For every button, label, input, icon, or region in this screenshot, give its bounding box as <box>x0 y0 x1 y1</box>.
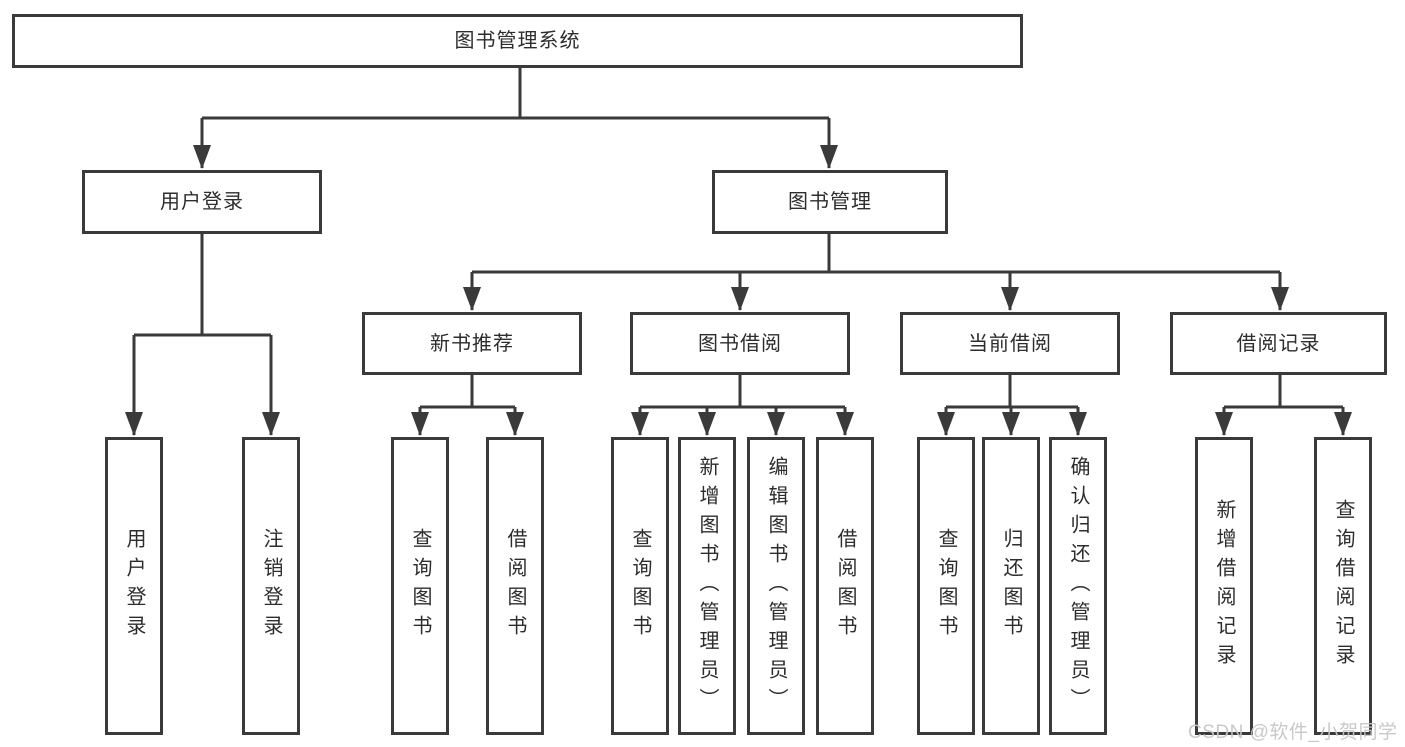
node-label: 归还图书 <box>1000 528 1022 644</box>
node-book-borrowing: 图书借阅 <box>630 312 850 375</box>
node-label: 查询图书 <box>629 528 651 644</box>
node-label: 编辑图书（管理员） <box>765 455 787 717</box>
node-label: 图书管理系统 <box>454 30 581 52</box>
node-label: 用户登录 <box>123 528 145 644</box>
leaf-add-borrow-record: 新增借阅记录 <box>1195 437 1253 735</box>
node-label: 新书推荐 <box>430 332 514 355</box>
leaf-add-books-admin: 新增图书（管理员） <box>678 437 736 735</box>
node-new-book-recommend: 新书推荐 <box>362 312 582 375</box>
leaf-confirm-return-admin: 确认归还（管理员） <box>1049 437 1107 735</box>
node-label: 查询图书 <box>935 528 957 644</box>
node-label: 图书管理 <box>788 191 872 213</box>
csdn-watermark: CSDN @软件_小贺同学 <box>1188 722 1398 743</box>
node-label: 确认归还（管理员） <box>1067 455 1089 717</box>
node-borrowing-records: 借阅记录 <box>1170 312 1387 375</box>
node-label: 借阅图书 <box>504 528 526 644</box>
leaf-return-books: 归还图书 <box>982 437 1040 735</box>
node-current-borrowing: 当前借阅 <box>900 312 1120 375</box>
node-label: 查询借阅记录 <box>1332 499 1354 673</box>
node-label: 新增借阅记录 <box>1213 499 1235 673</box>
leaf-query-books: 查询图书 <box>611 437 669 735</box>
leaf-query-borrow-record: 查询借阅记录 <box>1314 437 1372 735</box>
node-label: 当前借阅 <box>968 332 1052 355</box>
node-book-management: 图书管理 <box>712 170 948 234</box>
node-label: 借阅记录 <box>1236 332 1321 355</box>
leaf-user-login: 用户登录 <box>105 437 163 735</box>
node-label: 查询图书 <box>409 528 431 644</box>
node-label: 注销登录 <box>260 528 282 644</box>
leaf-borrow-books: 借阅图书 <box>816 437 874 735</box>
leaf-query-books: 查询图书 <box>917 437 975 735</box>
node-library-system: 图书管理系统 <box>12 14 1023 68</box>
node-label: 新增图书（管理员） <box>696 455 718 717</box>
leaf-logout: 注销登录 <box>242 437 300 735</box>
node-label: 借阅图书 <box>834 528 856 644</box>
node-label: 用户登录 <box>160 191 244 213</box>
leaf-borrow-books: 借阅图书 <box>486 437 544 735</box>
leaf-query-books: 查询图书 <box>391 437 449 735</box>
node-user-login: 用户登录 <box>82 170 322 234</box>
leaf-edit-books-admin: 编辑图书（管理员） <box>747 437 805 735</box>
node-label: 图书借阅 <box>698 332 782 355</box>
